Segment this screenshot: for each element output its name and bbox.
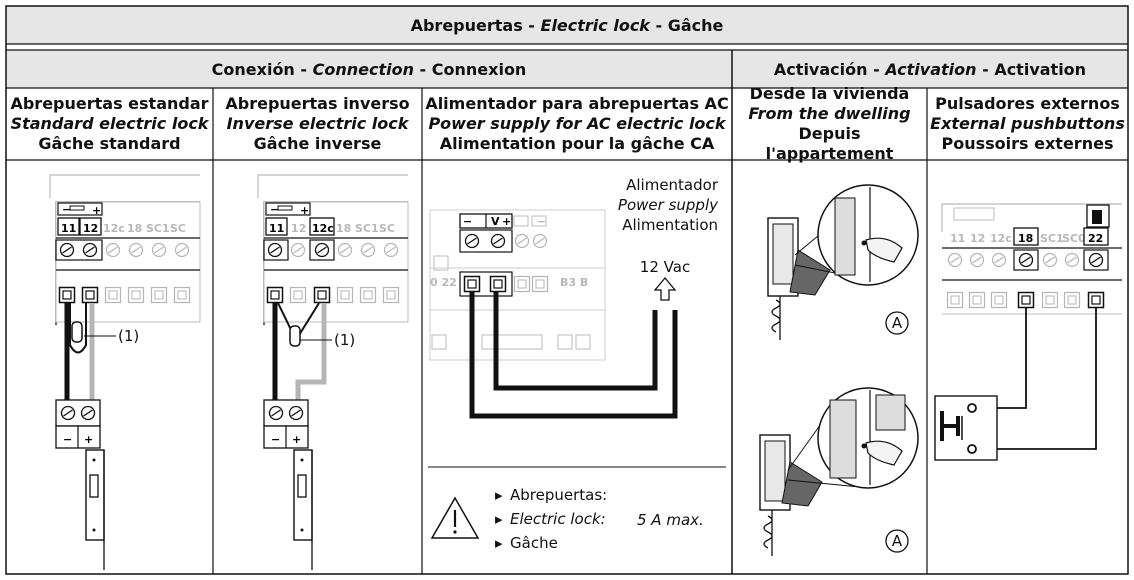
column-ac-en: Power supply for AC electric lock xyxy=(428,114,726,133)
activation-sep-1: - xyxy=(867,59,886,79)
inv-term-sc1: SC1 xyxy=(355,222,379,235)
ac-term-minus-2: − xyxy=(537,215,546,228)
column-header-ac-supply: Alimentador para abrepuertas AC Power su… xyxy=(422,88,732,160)
inv-minus: − xyxy=(270,203,279,216)
inv-lock-minus: − xyxy=(271,433,280,446)
inv-plus: + xyxy=(300,204,309,217)
title-en: Electric lock xyxy=(540,15,650,35)
connection-sep-2: - xyxy=(413,59,432,79)
ac-term-plus: + xyxy=(502,215,511,228)
column-ac-fr: Alimentation pour la gâche CA xyxy=(439,134,715,153)
dwelling-diagram: A A xyxy=(759,184,919,556)
table-grid xyxy=(5,5,1129,575)
warning-fr: Gâche xyxy=(510,534,558,552)
activation-sep-2: - xyxy=(976,59,995,79)
bullet-3: ▸ xyxy=(495,534,503,552)
connection-en: Connection xyxy=(312,59,414,79)
pushbutton-icon xyxy=(934,395,998,461)
warning-en: Electric lock: xyxy=(510,510,606,528)
ac-term-v: V xyxy=(491,215,500,228)
column-inverse-fr: Gâche inverse xyxy=(253,134,382,153)
inv-term-12: 12 xyxy=(291,222,306,235)
inv-term-11: 11 xyxy=(269,222,284,235)
activation-es: Activación xyxy=(773,59,868,79)
std-term-12: 12 xyxy=(83,222,98,235)
ext-term-12: 12 xyxy=(970,232,985,245)
ext-term-18: 18 xyxy=(1018,232,1033,245)
detail-callout-bottom: A xyxy=(892,532,903,550)
inv-term-12c: 12c xyxy=(312,222,334,235)
std-resistor-callout: (1) xyxy=(118,327,139,345)
column-standard-es: Abrepuertas estandar xyxy=(10,94,209,113)
column-inverse-en: Inverse electric lock xyxy=(226,114,409,133)
connection-fr: Connexion xyxy=(431,59,527,79)
finger-icon xyxy=(865,237,903,263)
inv-term-sc: SC xyxy=(379,222,395,235)
inv-resistor-callout: (1) xyxy=(334,331,355,349)
supply-label-en: Power supply xyxy=(618,196,719,214)
pushbuttons-diagram: 11 12 12c 18 SC1 SC0 22 xyxy=(934,203,1122,461)
std-term-11: 11 xyxy=(61,222,76,235)
ext-term-12c: 12c xyxy=(990,232,1012,245)
column-dwelling-fr: Depuis l'appartement xyxy=(765,124,894,163)
title-sep-2: - xyxy=(649,15,668,35)
column-pushbuttons-fr: Poussoirs externes xyxy=(941,134,1114,153)
bullet-1: ▸ xyxy=(495,486,503,504)
std-term-sc: SC xyxy=(170,222,186,235)
column-header-pushbuttons: Pulsadores externos External pushbuttons… xyxy=(927,88,1128,160)
ext-term-11: 11 xyxy=(950,232,965,245)
column-inverse-es: Abrepuertas inverso xyxy=(225,94,410,113)
std-term-18: 18 xyxy=(127,222,142,235)
supply-voltage: 12 Vac xyxy=(640,258,690,276)
activation-fr: Activation xyxy=(994,59,1087,79)
ac-term-minus: − xyxy=(463,215,472,228)
activation-en: Activation xyxy=(885,59,977,79)
column-pushbuttons-es: Pulsadores externos xyxy=(935,94,1120,113)
finger-icon-bottom xyxy=(865,440,903,466)
ac-side-term-b3: B3 B xyxy=(560,276,588,289)
supply-label-es: Alimentador xyxy=(626,176,719,194)
column-header-dwelling: Desde la vivienda From the dwelling Depu… xyxy=(732,84,927,163)
ext-term-sc1: SC1 xyxy=(1040,232,1064,245)
bullet-2: ▸ xyxy=(495,510,503,528)
inv-lock-plus: + xyxy=(292,433,301,446)
column-standard-en: Standard electric lock xyxy=(10,114,209,133)
warning-limit: 5 A max. xyxy=(637,511,704,529)
up-arrow-icon xyxy=(653,276,677,301)
standard-lock-diagram: − + 11 12 12c 18 SC1 SC (1) xyxy=(49,174,201,571)
column-ac-es: Alimentador para abrepuertas AC xyxy=(425,94,729,113)
column-header-inverse: Abrepuertas inverso Inverse electric loc… xyxy=(213,88,422,160)
section-activation: Activación - Activation - Activation xyxy=(732,50,1128,88)
std-lock-minus: − xyxy=(63,433,72,446)
std-plus: + xyxy=(92,204,101,217)
inv-term-18: 18 xyxy=(336,222,351,235)
column-dwelling-es: Desde la vivienda xyxy=(749,84,910,103)
column-standard-fr: Gâche standard xyxy=(38,134,181,153)
supply-label-fr: Alimentation xyxy=(622,216,718,234)
ext-term-22: 22 xyxy=(1088,232,1103,245)
ext-term-sc0: SC0 xyxy=(1062,232,1086,245)
title-es: Abrepuertas xyxy=(410,15,523,35)
connection-sep-1: - xyxy=(294,59,313,79)
connection-es: Conexión xyxy=(211,59,295,79)
title-fr: Gâche xyxy=(667,15,724,35)
column-header-standard: Abrepuertas estandar Standard electric l… xyxy=(6,88,213,160)
std-term-12c: 12c xyxy=(103,222,125,235)
detail-callout-top: A xyxy=(892,314,903,332)
std-term-sc1: SC1 xyxy=(146,222,170,235)
std-minus: − xyxy=(62,203,71,216)
ac-side-term-22: 0 22 xyxy=(430,276,457,289)
title-sep-1: - xyxy=(522,15,541,35)
inverse-lock-diagram: − + 11 12 12c 18 SC1 SC (1) xyxy=(257,174,409,571)
std-lock-plus: + xyxy=(84,433,93,446)
column-pushbuttons-en: External pushbuttons xyxy=(930,114,1125,133)
warning-es: Abrepuertas: xyxy=(510,486,607,504)
sheet-title: Abrepuertas - Electric lock - Gâche xyxy=(6,6,1128,44)
zoom-circle-top xyxy=(817,184,919,286)
section-connection: Conexión - Connection - Connexion xyxy=(6,50,732,88)
column-dwelling-en: From the dwelling xyxy=(748,104,911,123)
ac-supply-diagram: − V + − 0 22 B3 B Alimentador Power sup xyxy=(429,176,719,552)
